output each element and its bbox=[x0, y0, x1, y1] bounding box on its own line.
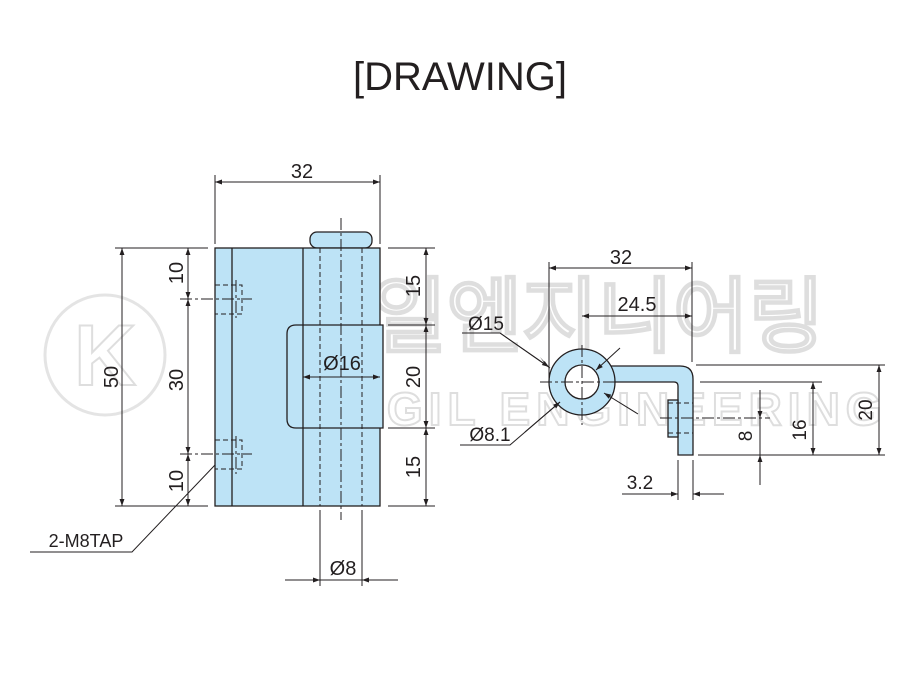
dim-knuckle-diameter: Ø16 bbox=[323, 353, 361, 375]
dim-height: 50 bbox=[101, 366, 123, 388]
tap-label: 2-M8TAP bbox=[49, 531, 124, 551]
watermark-logo-letter: K bbox=[74, 308, 136, 404]
dim-inner-diameter: Ø8.1 bbox=[469, 425, 510, 446]
drawing-title: [DRAWING] bbox=[353, 55, 567, 99]
front-view: 32 50 10 30 10 15 20 15 Ø16 Ø8 bbox=[30, 161, 435, 586]
watermark-logo-icon bbox=[43, 293, 167, 417]
dim-knuckle-bottom: 15 bbox=[403, 456, 425, 478]
dim-knuckle-top: 15 bbox=[403, 275, 425, 297]
dim-total-height: 20 bbox=[856, 399, 877, 420]
side-view: 32 24.5 Ø15 Ø8.1 3.2 8 16 bbox=[460, 247, 885, 500]
dim-tap-bottom: 10 bbox=[166, 470, 188, 492]
dim-center-offset: 24.5 bbox=[618, 294, 657, 316]
dim-tap-spacing: 30 bbox=[166, 369, 188, 391]
dim-thickness: 3.2 bbox=[627, 473, 653, 494]
dim-knuckle-middle: 20 bbox=[403, 366, 425, 388]
dim-leaf-height: 16 bbox=[790, 419, 811, 440]
dim-width: 32 bbox=[291, 161, 313, 183]
dim-tap-height: 8 bbox=[736, 431, 757, 442]
watermark: K 광일엔지니어링 KWANGIL ENGINEERING bbox=[43, 271, 883, 436]
dim-outer-diameter: Ø15 bbox=[468, 314, 504, 335]
dim-pin-diameter: Ø8 bbox=[330, 558, 357, 580]
dim-tap-top: 10 bbox=[166, 262, 188, 284]
dim-side-width: 32 bbox=[610, 247, 632, 269]
